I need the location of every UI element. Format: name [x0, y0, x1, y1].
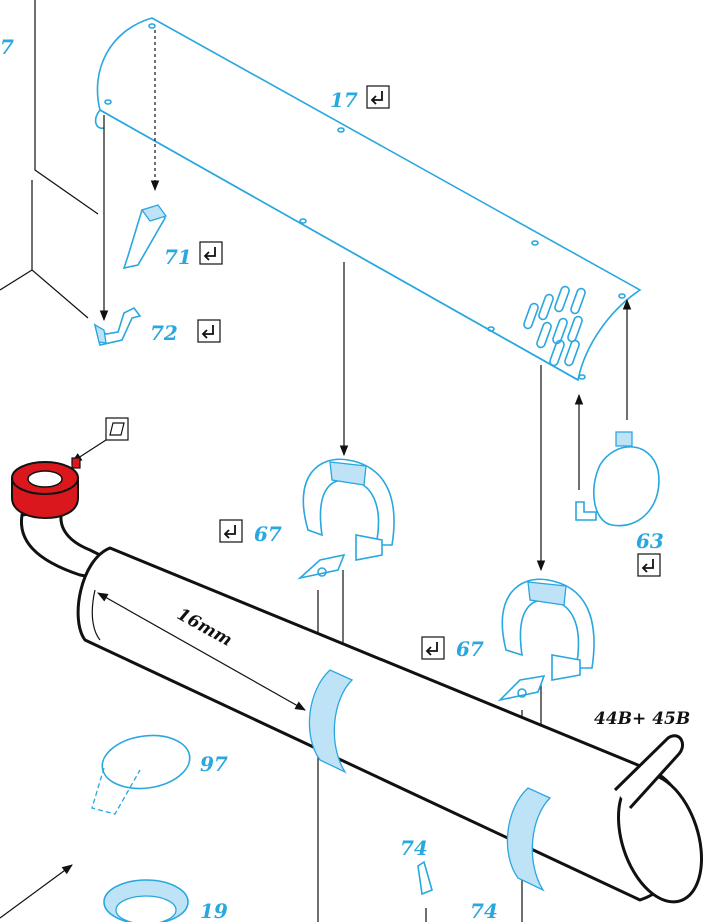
clamp-67-lower — [497, 578, 595, 702]
part-67a-label: 67 — [254, 522, 282, 546]
part-67a-refit-icon — [219, 519, 243, 543]
exhaust-pipe — [11, 457, 113, 580]
part-63-label: 63 — [636, 529, 664, 553]
end-cap-63 — [575, 431, 660, 527]
part-74a-label: 74 — [400, 836, 428, 860]
muffler — [76, 546, 703, 904]
part-74b-label: 74 — [470, 899, 498, 922]
gasket-97 — [91, 734, 191, 815]
clamp-67-upper — [297, 458, 395, 580]
part-72-label: 72 — [150, 321, 178, 345]
bracket-72 — [93, 306, 142, 346]
gasket-parallelogram-icon — [71, 417, 129, 463]
part-97-label: 97 — [200, 752, 228, 776]
edge-part-label: 7 — [0, 35, 14, 59]
part-63-refit-icon — [637, 553, 661, 577]
heat-shield — [94, 17, 642, 382]
part-72-refit-icon — [197, 319, 221, 343]
ring-19 — [103, 879, 189, 922]
part-67b-refit-icon — [421, 636, 445, 660]
part-19-label: 19 — [200, 899, 228, 922]
bracket-71 — [122, 204, 168, 270]
vent-slots — [523, 285, 586, 367]
part-17-label: 17 — [330, 88, 358, 112]
clip-74 — [417, 860, 433, 922]
part-67b-label: 67 — [456, 637, 484, 661]
part-71-refit-icon — [199, 241, 223, 265]
part-17-refit-icon — [366, 85, 390, 109]
tailpipe-ref-label: 44B+ 45B — [594, 709, 690, 729]
exhaust-flange — [11, 457, 81, 520]
part-71-label: 71 — [164, 245, 192, 269]
